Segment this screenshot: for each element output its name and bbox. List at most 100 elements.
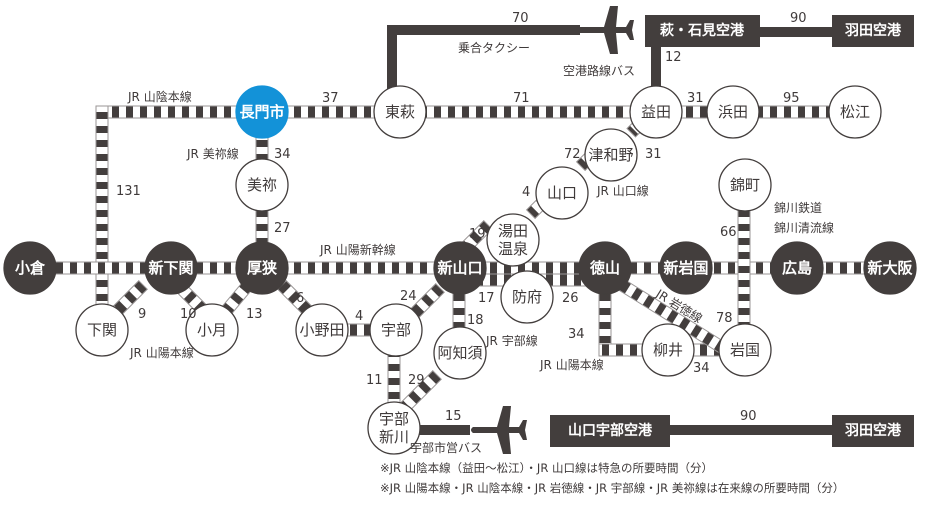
station-shimonoseki[interactable]: 下関 [75, 303, 129, 357]
station-label: 山口 [547, 184, 577, 202]
time-label: 131 [116, 184, 141, 199]
station-iwakuni[interactable]: 岩国 [718, 323, 772, 377]
travel-times: 70 90 12 37 71 31 95 34 27 131 31 72 4 1… [116, 11, 807, 424]
footnotes: ※JR 山陰本線（益田～松江）・JR 山口線は特急の所要時間（分） ※JR 山陽… [380, 461, 844, 495]
time-label: 12 [665, 50, 682, 65]
shared-taxi-route [387, 25, 580, 92]
time-label: 10 [180, 307, 197, 322]
station-circle [235, 241, 289, 295]
station-masuda[interactable]: 益田 [629, 85, 683, 139]
time-label: 17 [478, 291, 495, 306]
station-higashihagi[interactable]: 東萩 [373, 85, 427, 139]
airport-label: 羽田空港 [845, 422, 902, 439]
station-circle [295, 303, 349, 357]
time-label: 31 [645, 147, 662, 162]
time-label: 95 [783, 91, 800, 106]
station-label: 岩国 [730, 341, 760, 359]
station-label: 浜田 [718, 103, 748, 121]
time-label: 34 [568, 327, 585, 342]
airport-yamaguchi-ube[interactable]: 山口宇部空港 [550, 415, 670, 447]
station-yanai[interactable]: 柳井 [641, 323, 695, 377]
airport-label: 萩・石見空港 [659, 22, 745, 39]
station-hofu[interactable]: 防府 [500, 270, 554, 324]
station-circle [584, 128, 638, 182]
line-label-sanyo-left: JR 山陽本線 [129, 345, 194, 360]
footnote: ※JR 山陰本線（益田～松江）・JR 山口線は特急の所要時間（分） [380, 461, 713, 475]
station-label: 厚狭 [247, 259, 278, 277]
station-circle [718, 323, 772, 377]
station-label: 津和野 [588, 146, 633, 164]
airport-label: 山口宇部空港 [568, 422, 653, 439]
station-asa[interactable]: 厚狭 [235, 241, 289, 295]
station-yamaguchi[interactable]: 山口 [535, 166, 589, 220]
time-label: 34 [274, 147, 291, 162]
airport-haneda-top[interactable]: 羽田空港 [832, 15, 914, 47]
station-label: 新山口 [437, 259, 482, 277]
station-tsuwano[interactable]: 津和野 [584, 128, 638, 182]
station-circle [373, 85, 427, 139]
station-mine[interactable]: 美祢 [235, 158, 289, 212]
time-label: 90 [790, 11, 807, 26]
transport-label-taxi: 乗合タクシー [458, 40, 530, 55]
station-label: 湯田 [498, 222, 528, 240]
line-label-yamaguchi: JR 山口線 [596, 183, 649, 198]
station-circle [369, 303, 423, 357]
airplane-icon [471, 406, 527, 454]
time-label: 29 [408, 373, 425, 388]
time-label: 66 [720, 225, 737, 240]
station-shinshimonoseki[interactable]: 新下関 [144, 241, 198, 295]
station-circle [144, 241, 198, 295]
station-label: 長門市 [239, 103, 284, 121]
station-label: 松江 [840, 103, 870, 121]
station-circle [629, 85, 683, 139]
station-ajisu[interactable]: 阿知須 [433, 326, 487, 380]
station-circle [235, 85, 289, 139]
airplane-icon [578, 6, 634, 54]
time-label: 71 [513, 91, 530, 106]
station-label: 新大阪 [867, 259, 913, 277]
station-matsue[interactable]: 松江 [828, 85, 882, 139]
station-shinosaka[interactable]: 新大阪 [863, 241, 917, 295]
station-label: 阿知須 [437, 344, 482, 362]
time-label: 31 [687, 91, 704, 106]
line-label-sanyo-right: JR 山陽本線 [539, 357, 604, 372]
time-label: 4 [355, 309, 363, 324]
station-circle [235, 158, 289, 212]
station-label: 新岩国 [663, 259, 708, 277]
station-label: 益田 [641, 103, 671, 121]
time-label: 27 [274, 221, 291, 236]
station-nagato[interactable]: 長門市 [235, 85, 289, 139]
airport-hagi-iwami[interactable]: 萩・石見空港 [645, 15, 760, 47]
station-label: 温泉 [498, 240, 528, 258]
station-tokuyama[interactable]: 徳山 [578, 241, 632, 295]
station-label: 小月 [197, 321, 227, 339]
airport-label: 羽田空港 [845, 22, 902, 39]
station-label: 美祢 [247, 176, 277, 194]
station-kokura[interactable]: 小倉 [3, 241, 57, 295]
time-label: 24 [400, 289, 417, 304]
station-ozuki[interactable]: 小月 [185, 303, 239, 357]
station-label: 徳山 [589, 259, 620, 277]
station-ube[interactable]: 宇部 [369, 303, 423, 357]
station-shinyamaguchi[interactable]: 新山口 [433, 241, 487, 295]
station-label: 宇部 [379, 410, 409, 428]
transport-label-airport-bus: 空港路線バス [563, 63, 635, 78]
station-label: 下関 [87, 321, 117, 339]
station-hiroshima[interactable]: 広島 [770, 241, 824, 295]
station-shiniwakuni[interactable]: 新岩国 [659, 241, 713, 295]
airport-haneda-bottom[interactable]: 羽田空港 [832, 415, 914, 447]
transport-label-ube-bus: 宇部市営バス [410, 440, 482, 455]
station-label: 新川 [379, 428, 409, 446]
station-kinmachi[interactable]: 錦町 [718, 158, 772, 212]
station-onoda[interactable]: 小野田 [295, 303, 349, 357]
station-hamada[interactable]: 浜田 [706, 85, 760, 139]
time-label: 11 [366, 373, 383, 388]
time-label: 37 [322, 91, 339, 106]
footnote: ※JR 山陽本線・JR 山陰本線・JR 岩徳線・JR 宇部線・JR 美祢線は在来… [380, 481, 844, 495]
station-circle [863, 241, 917, 295]
time-label: 78 [716, 311, 733, 326]
station-circle [433, 241, 487, 295]
station-label: 防府 [512, 288, 542, 306]
